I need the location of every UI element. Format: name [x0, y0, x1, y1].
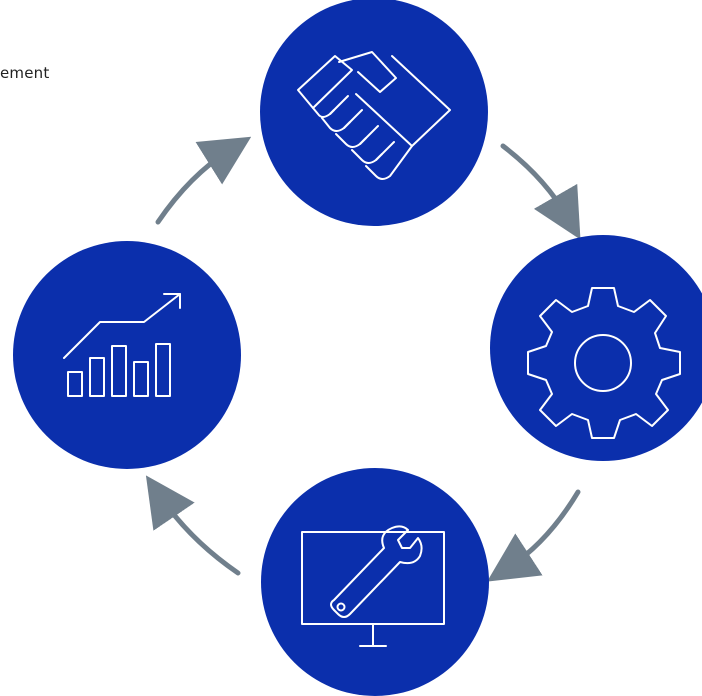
handshake-icon — [297, 51, 451, 180]
node-right — [490, 235, 702, 461]
monitor-wrench-icon — [301, 525, 445, 647]
node-top — [260, 0, 488, 226]
arrow-right-to-bottom — [487, 489, 581, 582]
node-left — [13, 241, 241, 469]
node-bottom — [261, 468, 489, 696]
gear-icon — [527, 287, 681, 439]
arrow-left-to-top — [155, 136, 252, 225]
node-bottom-circle — [261, 468, 489, 696]
cycle-arrows — [145, 136, 581, 582]
node-right-circle — [490, 235, 702, 461]
arrow-bottom-to-left — [145, 475, 241, 576]
node-top-circle — [260, 0, 488, 226]
diagram-label: ement — [0, 64, 50, 82]
growth-chart-icon — [63, 293, 181, 397]
arrow-top-to-right — [500, 143, 581, 240]
